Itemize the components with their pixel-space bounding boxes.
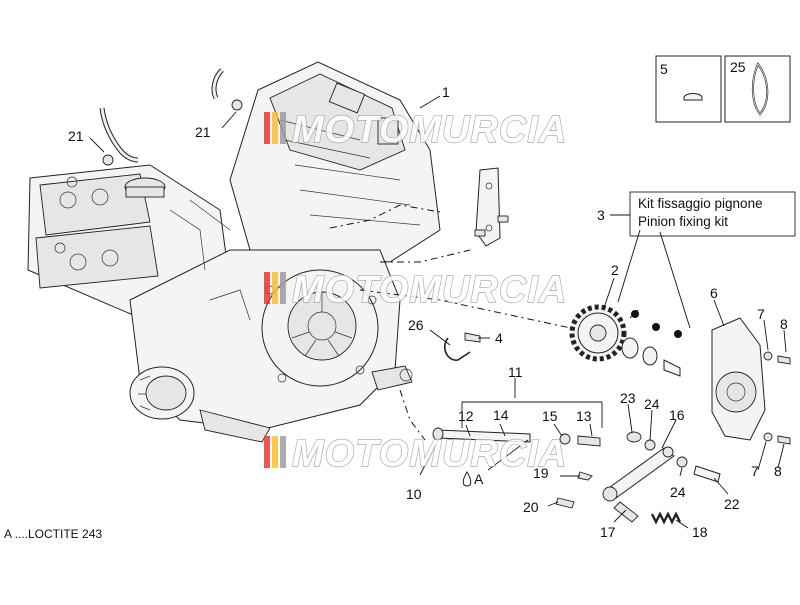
callout-18: 18 (692, 524, 708, 540)
mount-bracket (474, 167, 509, 247)
callout-5: 5 (660, 61, 668, 77)
callout-25: 25 (730, 59, 746, 75)
callout-6: 6 (710, 285, 718, 301)
bolt-7-upper (763, 351, 773, 361)
watermark-text-top: MOTOMURCIA (292, 109, 567, 151)
watermark-bottom: MOTOMURCIA (264, 432, 567, 476)
callout-24-lower: 24 (670, 484, 686, 500)
callout-14: 14 (493, 407, 509, 423)
callout-10: 10 (406, 486, 422, 502)
callout-21-top: 21 (195, 124, 211, 140)
kit-dot-3 (674, 330, 682, 338)
callout-24-upper: 24 (644, 396, 660, 412)
callout-20: 20 (523, 499, 539, 515)
callout-17: 17 (600, 524, 616, 540)
washer (621, 337, 639, 359)
sprocket (569, 304, 627, 362)
callout-1: 1 (442, 84, 450, 100)
kit-label-it: Kit fissaggio pignone (638, 196, 763, 211)
bolt-8-upper (777, 355, 791, 365)
lock-washer (642, 346, 658, 366)
callout-7-upper: 7 (757, 306, 765, 322)
kit-label-en: Pinion fixing kit (638, 214, 728, 229)
callout-3: 3 (597, 207, 605, 223)
leader-bracket-upper (329, 204, 441, 229)
callout-23: 23 (620, 390, 636, 406)
screw-4 (464, 332, 481, 343)
pinion-bolt (663, 359, 681, 377)
watermark-top: MOTOMURCIA (264, 108, 567, 152)
part-box-25 (724, 55, 791, 123)
callout-22: 22 (724, 496, 740, 512)
watermark-text-bottom: MOTOMURCIA (292, 433, 567, 475)
callout-7-lower: 7 (751, 463, 759, 479)
callout-21-left: 21 (68, 128, 84, 144)
callout-26: 26 (408, 317, 424, 333)
callout-leaders (89, 95, 787, 529)
shift-shaft-assembly (432, 427, 688, 523)
watermark-text-middle: MOTOMURCIA (292, 269, 567, 311)
kit-dot-1 (631, 310, 639, 318)
kit-label-box (629, 191, 796, 237)
bolt-8-lower (777, 435, 791, 445)
callout-8-upper: 8 (780, 316, 788, 332)
screw-20 (555, 497, 575, 509)
breather-hoses (99, 68, 243, 166)
sprocket-cover (711, 317, 766, 441)
callout-11: 11 (508, 364, 523, 380)
watermark-middle: MOTOMURCIA (264, 268, 567, 312)
callout-12: 12 (458, 408, 474, 424)
kit-dot-2 (652, 323, 660, 331)
loctite-marker: A (474, 471, 484, 487)
part-box-5 (655, 55, 722, 123)
loctite-drop-icon (462, 471, 472, 487)
loctite-footnote: A ....LOCTITE 243 (4, 527, 102, 541)
callout-8-lower: 8 (774, 463, 782, 479)
shift-bolt-22 (693, 465, 721, 483)
callout-13: 13 (576, 408, 592, 424)
leader-bracket-lower (380, 249, 471, 263)
bolt-7-lower (763, 432, 773, 442)
callout-19: 19 (533, 465, 549, 481)
callout-2: 2 (611, 262, 619, 278)
leader-sprocket (359, 289, 581, 331)
callout-numbers: 1 2 3 4 5 6 7 8 10 11 12 13 14 15 16 17 … (68, 59, 788, 540)
callout-15: 15 (542, 408, 558, 424)
shift-spring (650, 511, 682, 525)
callout-16: 16 (669, 407, 685, 423)
retaining-clip (443, 337, 471, 361)
watermarks: MOTOMURCIA MOTOMURCIA MOTOMURCIA (264, 108, 567, 476)
callout-4: 4 (495, 330, 503, 346)
